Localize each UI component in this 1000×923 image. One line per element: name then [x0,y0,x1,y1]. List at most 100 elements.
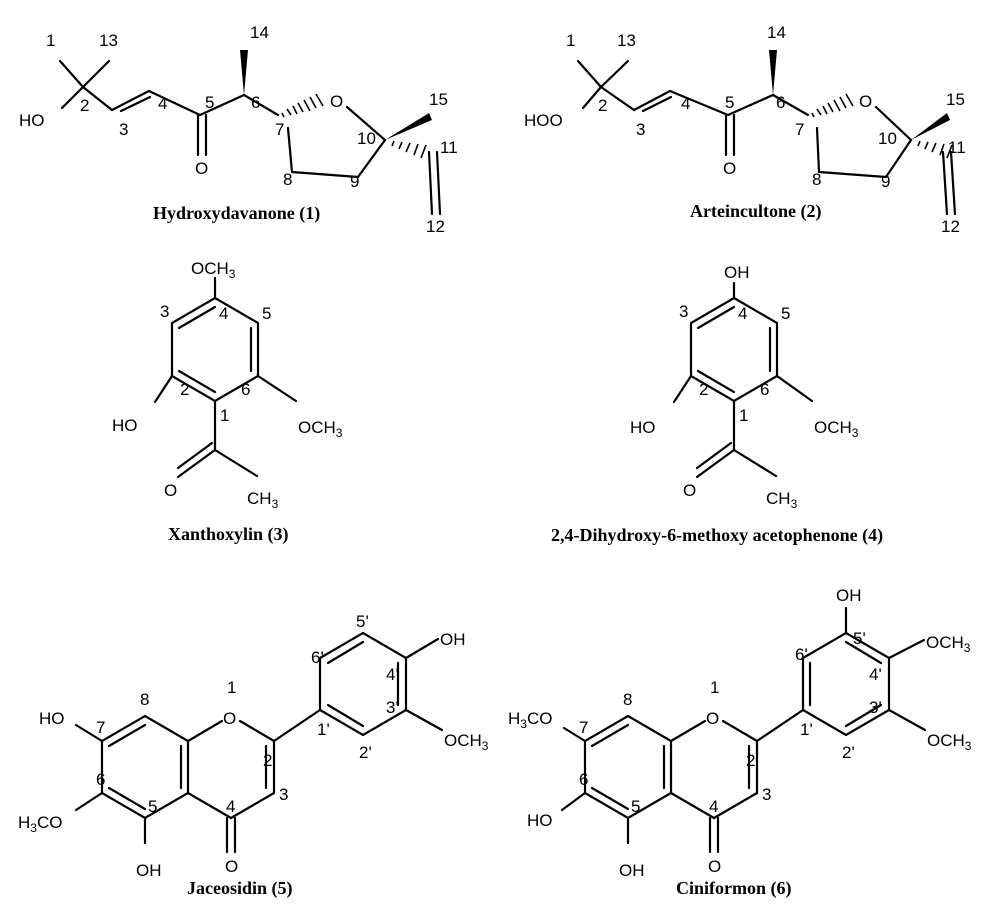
atom-number: 1' [800,720,813,739]
atom-number: 5' [853,629,866,648]
compound-2-caption: Arteincultone (2) [690,201,821,222]
hydroxy-label-top: OH [724,263,750,282]
atom-number: 14 [250,23,269,42]
atom-number: 4' [869,665,882,684]
atom-number: 5 [205,93,214,112]
atom-number: 8 [623,690,632,709]
atom-number: 9 [350,172,359,191]
atom-number: 10 [878,129,897,148]
atom-number: 3 [119,120,128,139]
ring-oxygen-label: O [223,709,236,728]
atom-number: 6' [795,645,808,664]
atom-number: 3 [679,302,688,321]
atom-number: 5' [356,612,369,631]
atom-number: 2' [359,743,372,762]
hydroxy-label: HO [112,416,138,435]
atom-number: 15 [429,90,448,109]
atom-number: 15 [946,90,965,109]
atom-number: 2 [746,751,755,770]
ring-oxygen-label: O [330,92,343,111]
compound-4-labels: OH 4 3 5 2 6 1 HO OCH3 O CH3 2,4-Dihydro… [551,263,883,546]
atom-number: 1 [227,678,236,697]
compound-3-structure [153,276,298,479]
atom-number: 5 [262,304,271,323]
atom-number: 6 [776,93,785,112]
atom-number: 8 [812,170,821,189]
hydroxy-label-6: HO [527,811,553,830]
atom-number: 1 [46,31,55,50]
compound-1-structure [58,50,442,216]
compound-5-structure [74,631,444,854]
compound-5-caption: Jaceosidin (5) [187,878,293,899]
atom-number: 13 [99,31,118,50]
compound-2-structure [576,50,957,216]
atom-number: 3 [762,785,771,804]
atom-number: 2 [80,96,89,115]
hydroxy-label-4prime: OH [440,630,466,649]
atom-number: 1' [317,720,330,739]
compound-3-labels: OCH3 4 3 5 2 6 1 HO OCH3 O CH3 Xanthoxyl… [112,259,343,545]
atom-number: 6 [251,93,260,112]
methoxy-label-7: H3CO [508,709,552,731]
atom-number: 2 [598,96,607,115]
carbonyl-oxygen-label: O [225,857,238,876]
compound-6-caption: Ciniformon (6) [676,878,792,899]
atom-number: 2 [263,751,272,770]
atom-number: 5 [725,93,734,112]
compound-5-labels: 5' 6' 4' 3' 1' 2' 1 8 7 2 6 3 4 5 OH OCH… [18,612,489,899]
hydroperoxy-label: HOO [524,111,563,130]
methoxy-label-4prime: OCH3 [926,633,971,655]
compound-3-caption: Xanthoxylin (3) [168,524,289,545]
acetyl-oxygen-label: O [164,481,177,500]
atom-number: 7 [96,718,105,737]
atom-number: 4 [738,304,747,323]
atom-number: 2' [842,743,855,762]
compound-6-labels: 5' 4' 6' 3' 1' 2' 1 8 7 2 6 3 4 5 OH OCH… [508,586,972,899]
atom-number: 4 [681,94,690,113]
atom-number: 1 [739,406,748,425]
methoxy-label-6: H3CO [18,813,62,835]
atom-number: 13 [617,31,636,50]
atom-number: 6 [241,380,250,399]
atom-number: 4' [386,665,399,684]
ring-oxygen-label: O [706,709,719,728]
methoxy-label-right: OCH3 [814,418,859,440]
atom-number: 5 [148,797,157,816]
atom-number: 3 [636,120,645,139]
hydroxy-label-5prime: OH [836,586,862,605]
atom-number: 5 [631,797,640,816]
atom-number: 6 [96,770,105,789]
atom-number: 9 [881,172,890,191]
hydroxy-label: HO [19,111,45,130]
atom-number: 6 [579,770,588,789]
methoxy-label-3prime: OCH3 [927,731,972,753]
atom-number: 11 [948,138,966,157]
atom-number: 3 [279,785,288,804]
atom-number: 2 [699,380,708,399]
compound-2-labels: 1 13 2 3 4 5 6 14 7 10 15 11 8 9 12 HOO … [524,23,966,236]
hydroxy-label-5: OH [136,861,162,880]
atom-number: 8 [140,690,149,709]
atom-number: 8 [283,170,292,189]
atom-number: 6 [760,380,769,399]
atom-number: 1 [220,406,229,425]
acetyl-methyl-label: CH3 [247,489,279,511]
hydroxy-label-7: HO [39,709,65,728]
compound-4-structure [672,281,814,479]
carbonyl-oxygen-label: O [195,159,208,178]
atom-number: 14 [767,23,786,42]
atom-number: 1 [566,31,575,50]
ring-oxygen-label: O [859,92,872,111]
compound-4-caption: 2,4-Dihydroxy-6-methoxy acetophenone (4) [551,525,883,546]
acetyl-methyl-label: CH3 [766,489,798,511]
atom-number: 4 [226,797,235,816]
acetyl-oxygen-label: O [683,481,696,500]
atom-number: 5 [781,304,790,323]
carbonyl-oxygen-label: O [708,857,721,876]
methoxy-label-right: OCH3 [298,418,343,440]
compound-1-labels: 1 13 2 3 4 5 6 14 7 10 15 11 8 9 12 HO O… [19,23,458,236]
atom-number: 7 [795,120,804,139]
atom-number: 2 [180,380,189,399]
carbonyl-oxygen-label: O [723,159,736,178]
